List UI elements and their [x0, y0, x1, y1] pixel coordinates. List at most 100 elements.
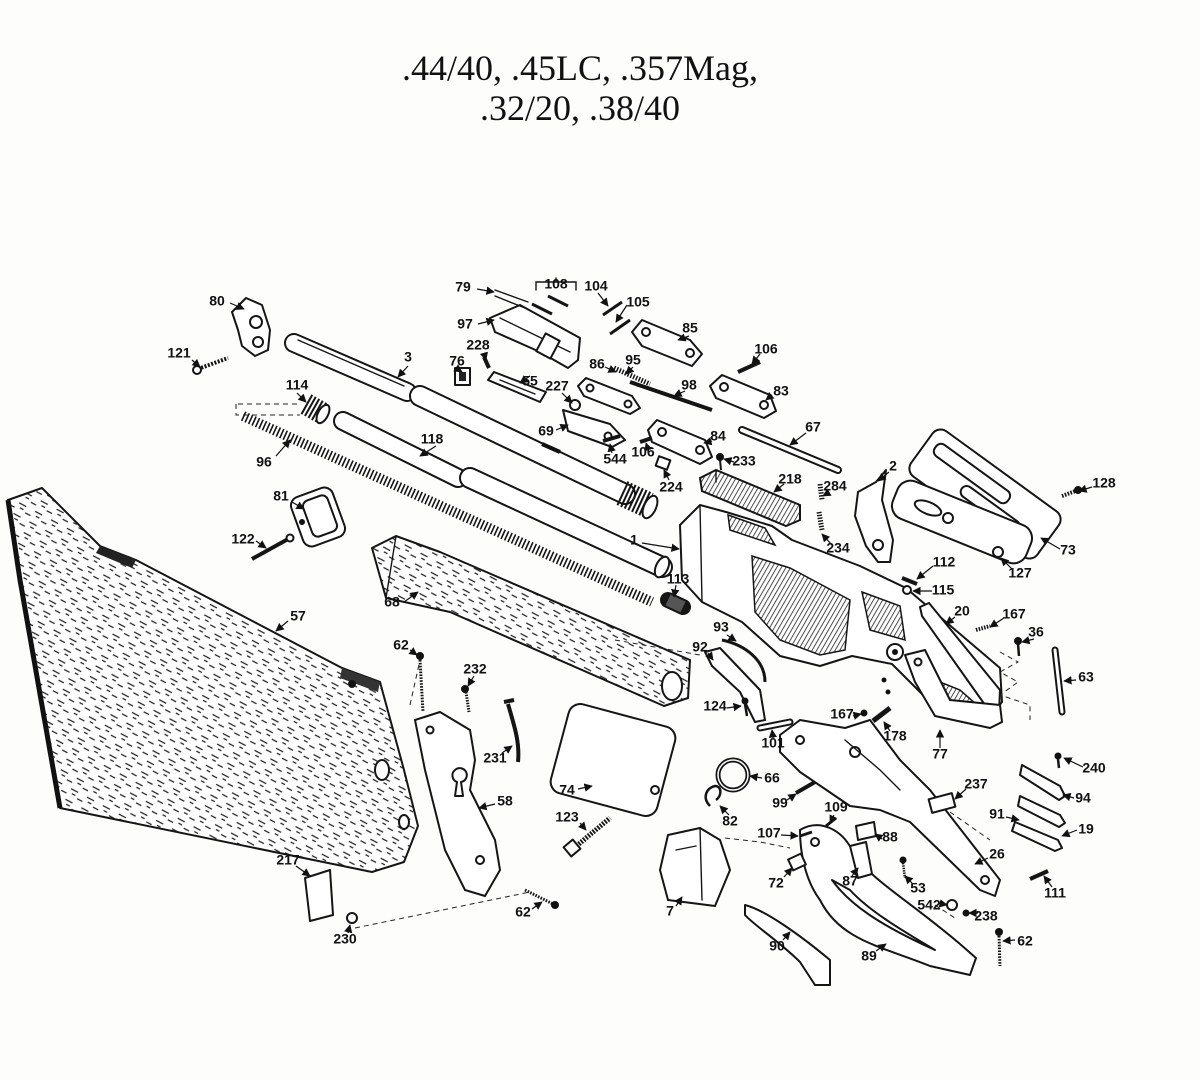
- rod-98-part: [629, 380, 713, 412]
- part-label-218: 218: [778, 471, 802, 487]
- part-label-232: 232: [463, 661, 487, 677]
- part-label-88: 88: [882, 829, 898, 845]
- block-218-part: [698, 468, 801, 528]
- lever-spring-90-part: [744, 904, 831, 986]
- part-label-109: 109: [824, 799, 848, 815]
- part-label-228: 228: [466, 337, 490, 353]
- diagram-title-line1: .44/40, .45LC, .357Mag,: [402, 48, 758, 88]
- block-76-part: [454, 367, 471, 386]
- stock-part: [5, 487, 419, 873]
- block-237-part: [927, 792, 957, 814]
- pin-101-part: [756, 718, 794, 732]
- part-label-83: 83: [773, 383, 789, 399]
- spring-91-part: [1017, 795, 1066, 828]
- part-label-82: 82: [722, 813, 738, 829]
- pin-122-part: [251, 533, 295, 561]
- part-label-3: 3: [404, 349, 412, 365]
- part-label-53: 53: [910, 880, 926, 896]
- trigger-92-part: [704, 647, 766, 723]
- part-label-178: 178: [883, 728, 907, 744]
- part-label-237: 237: [964, 776, 988, 792]
- part-label-58: 58: [497, 793, 513, 809]
- spring-82-part: [704, 784, 722, 807]
- part-label-36: 36: [1028, 624, 1044, 640]
- diagram-title-line2: .32/20, .38/40: [480, 88, 680, 128]
- pin-106b-part: [639, 436, 653, 444]
- magazine-tube-part: [284, 333, 417, 402]
- part-label-55: 55: [522, 373, 538, 389]
- screw-230-part: [346, 912, 358, 924]
- pin-106-part: [737, 360, 761, 374]
- pin-63-part: [1051, 646, 1066, 716]
- part-label-77: 77: [932, 746, 948, 762]
- part-7: [659, 827, 731, 907]
- alignment-lines: [235, 403, 991, 929]
- forend-part: [371, 535, 691, 707]
- part-label-107: 107: [757, 825, 781, 841]
- screw-62-left-part: [416, 652, 425, 713]
- part-label-106: 106: [754, 341, 778, 357]
- pin-178-part: [871, 706, 892, 723]
- part-label-99: 99: [772, 795, 788, 811]
- magazine-spring-part: [240, 411, 655, 607]
- part-label-227: 227: [545, 378, 569, 394]
- part-label-95: 95: [625, 352, 641, 368]
- spring-94-part: [1019, 764, 1066, 801]
- part-label-87: 87: [842, 873, 858, 889]
- screw-240-part: [1054, 752, 1062, 769]
- screw-123-part: [562, 816, 612, 858]
- part-label-62b: 62: [515, 904, 531, 920]
- band-part: [289, 486, 347, 548]
- part-label-230: 230: [333, 931, 357, 947]
- pin-544-part: [602, 434, 621, 443]
- rod-67-part: [738, 426, 842, 474]
- pin-99-part: [794, 780, 817, 795]
- part-label-284: 284: [823, 478, 847, 494]
- part-label-91: 91: [989, 806, 1005, 822]
- part-number-labels: 80 79 108 104 105 97 85 121 3 228 76 55 …: [167, 276, 1116, 964]
- part-72: [787, 852, 807, 872]
- bolt-part: [489, 277, 631, 369]
- spring-231-part: [503, 698, 521, 763]
- spring-234-part: [816, 511, 825, 531]
- screw-167b-part: [860, 709, 868, 717]
- part-label-127: 127: [1008, 565, 1032, 581]
- part-label-20: 20: [954, 603, 970, 619]
- part-label-114: 114: [286, 377, 309, 393]
- part-label-106b: 106: [631, 444, 655, 460]
- part-label-79: 79: [455, 279, 471, 295]
- part-label-544: 544: [603, 451, 627, 467]
- link-83-part: [709, 374, 777, 419]
- part-label-240: 240: [1082, 760, 1106, 776]
- part-label-167: 167: [1002, 606, 1026, 622]
- part-label-68: 68: [384, 594, 400, 610]
- part-label-121: 121: [167, 345, 191, 361]
- hammer-part: [854, 469, 894, 563]
- part-label-96: 96: [256, 454, 272, 470]
- part-label-111: 111: [1044, 885, 1066, 901]
- pin-115-part: [902, 585, 912, 595]
- part-label-69: 69: [538, 423, 554, 439]
- part-label-62c: 62: [1017, 933, 1033, 949]
- plate-217-part: [304, 869, 334, 922]
- part-label-72: 72: [768, 875, 784, 891]
- part-label-108: 108: [544, 276, 568, 292]
- link-85-part: [631, 319, 703, 367]
- part-label-67: 67: [805, 419, 821, 435]
- lever-89-part: [799, 824, 977, 976]
- part-label-542: 542: [917, 897, 941, 913]
- part-label-84: 84: [710, 428, 726, 444]
- lower-tube-part: [459, 467, 673, 579]
- screw-124-part: [741, 697, 749, 717]
- alignment-dashed-line: [998, 651, 1031, 720]
- screw-233-part: [716, 453, 724, 471]
- pin-112-part: [901, 576, 918, 586]
- part-label-101: 101: [761, 735, 785, 751]
- nut-part: [300, 394, 331, 425]
- lower-tang-part: [779, 719, 1001, 897]
- carrier-69-part: [562, 409, 626, 448]
- part-label-233: 233: [732, 453, 756, 469]
- screw-36-part: [1014, 637, 1022, 657]
